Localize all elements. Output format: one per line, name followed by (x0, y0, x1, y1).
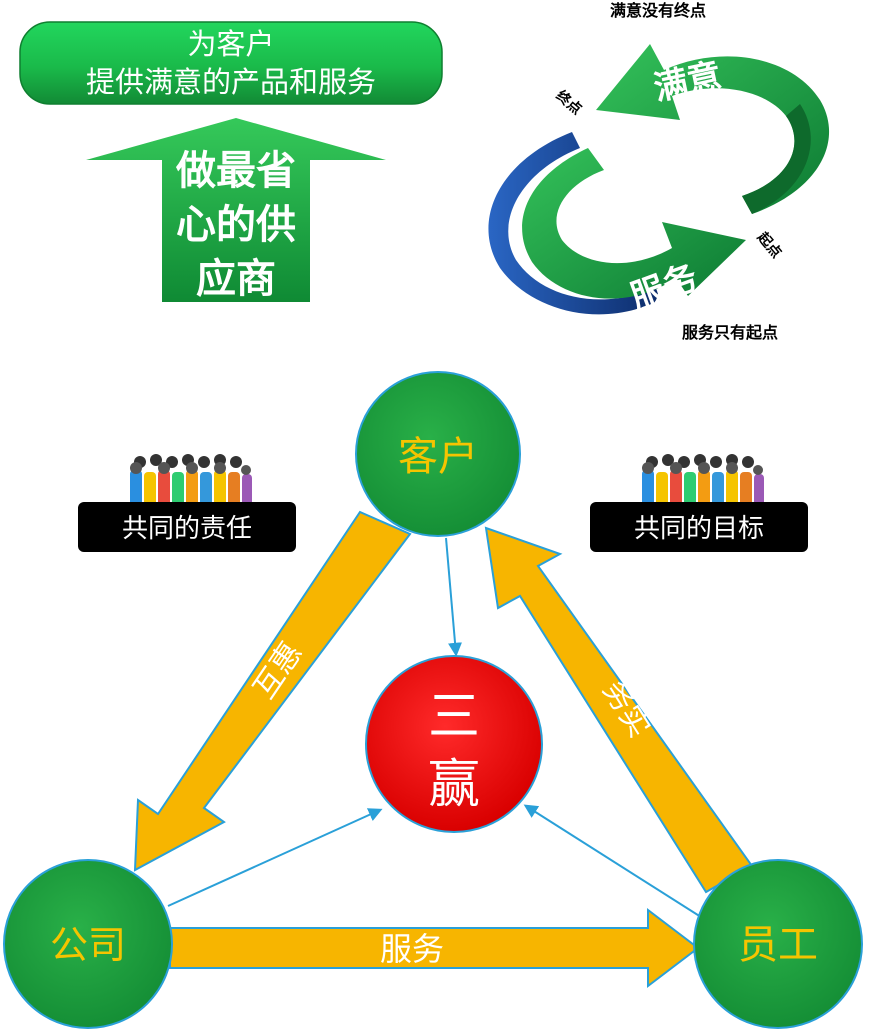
cycle-start-label: 起点 (753, 228, 785, 261)
cycle-upper-arc (596, 44, 830, 214)
banner-line2: 提供满意的产品和服务 (86, 65, 376, 99)
up-arrow-shape (86, 118, 386, 302)
people-right-icon (642, 454, 764, 506)
node-employee-label: 员工 (738, 922, 818, 968)
connector-employee-center (523, 804, 713, 925)
up-arrow-line3: 应商 (196, 256, 276, 302)
node-employee: 员工 (693, 859, 863, 1029)
cycle-satisfaction-label: 满意 (650, 56, 725, 109)
up-arrow-line2: 心的供 (176, 202, 296, 248)
banner-pill (19, 21, 443, 105)
label-goal-box (590, 502, 808, 552)
arrow-bottom-group: 服务 (169, 907, 700, 989)
label-goal: 共同的目标 (634, 514, 764, 544)
cycle-lower-arc-shadow (488, 132, 660, 315)
arrow-bottom-label: 服务 (380, 930, 444, 968)
node-customer-label: 客户 (398, 434, 478, 480)
node-center-line2: 赢 (428, 755, 480, 815)
label-responsibility: 共同的责任 (122, 514, 252, 544)
arrow-bottom-shape (169, 907, 700, 989)
node-customer-circle (355, 371, 521, 537)
node-company: 公司 (3, 859, 173, 1029)
arrow-left-group: 互惠 (133, 510, 412, 872)
arrow-right-shape (484, 526, 754, 894)
connector-company-center (167, 808, 383, 907)
arrow-left-shape (133, 510, 412, 872)
cycle-group: 满意没有终点 满意 终点 起点 服务 服务只有起点 (488, 1, 830, 342)
node-company-label: 公司 (50, 923, 126, 967)
cycle-end-label: 终点 (553, 87, 585, 118)
banner-group: 为客户 提供满意的产品和服务 (19, 21, 443, 105)
cycle-lower-arc (522, 148, 746, 299)
up-arrow-line1: 做最省 (175, 148, 296, 194)
people-left-icon (130, 454, 252, 506)
cycle-bottom-caption: 服务只有起点 (682, 323, 778, 342)
people-right-group: 共同的目标 (590, 454, 808, 552)
node-center-line1: 三 (428, 687, 480, 747)
node-company-circle (3, 859, 173, 1029)
connector-customer-center (445, 537, 463, 657)
people-left-group: 共同的责任 (78, 454, 296, 552)
node-center-circle (365, 655, 543, 833)
cycle-upper-arc-shadow (742, 104, 811, 214)
banner-line1: 为客户 (187, 27, 274, 61)
node-employee-circle (693, 859, 863, 1029)
cycle-top-caption: 满意没有终点 (610, 1, 706, 20)
up-arrow-group: 做最省 心的供 应商 (86, 118, 386, 302)
node-center: 三 赢 (365, 655, 543, 833)
node-customer: 客户 (355, 371, 521, 537)
label-responsibility-box (78, 502, 296, 552)
